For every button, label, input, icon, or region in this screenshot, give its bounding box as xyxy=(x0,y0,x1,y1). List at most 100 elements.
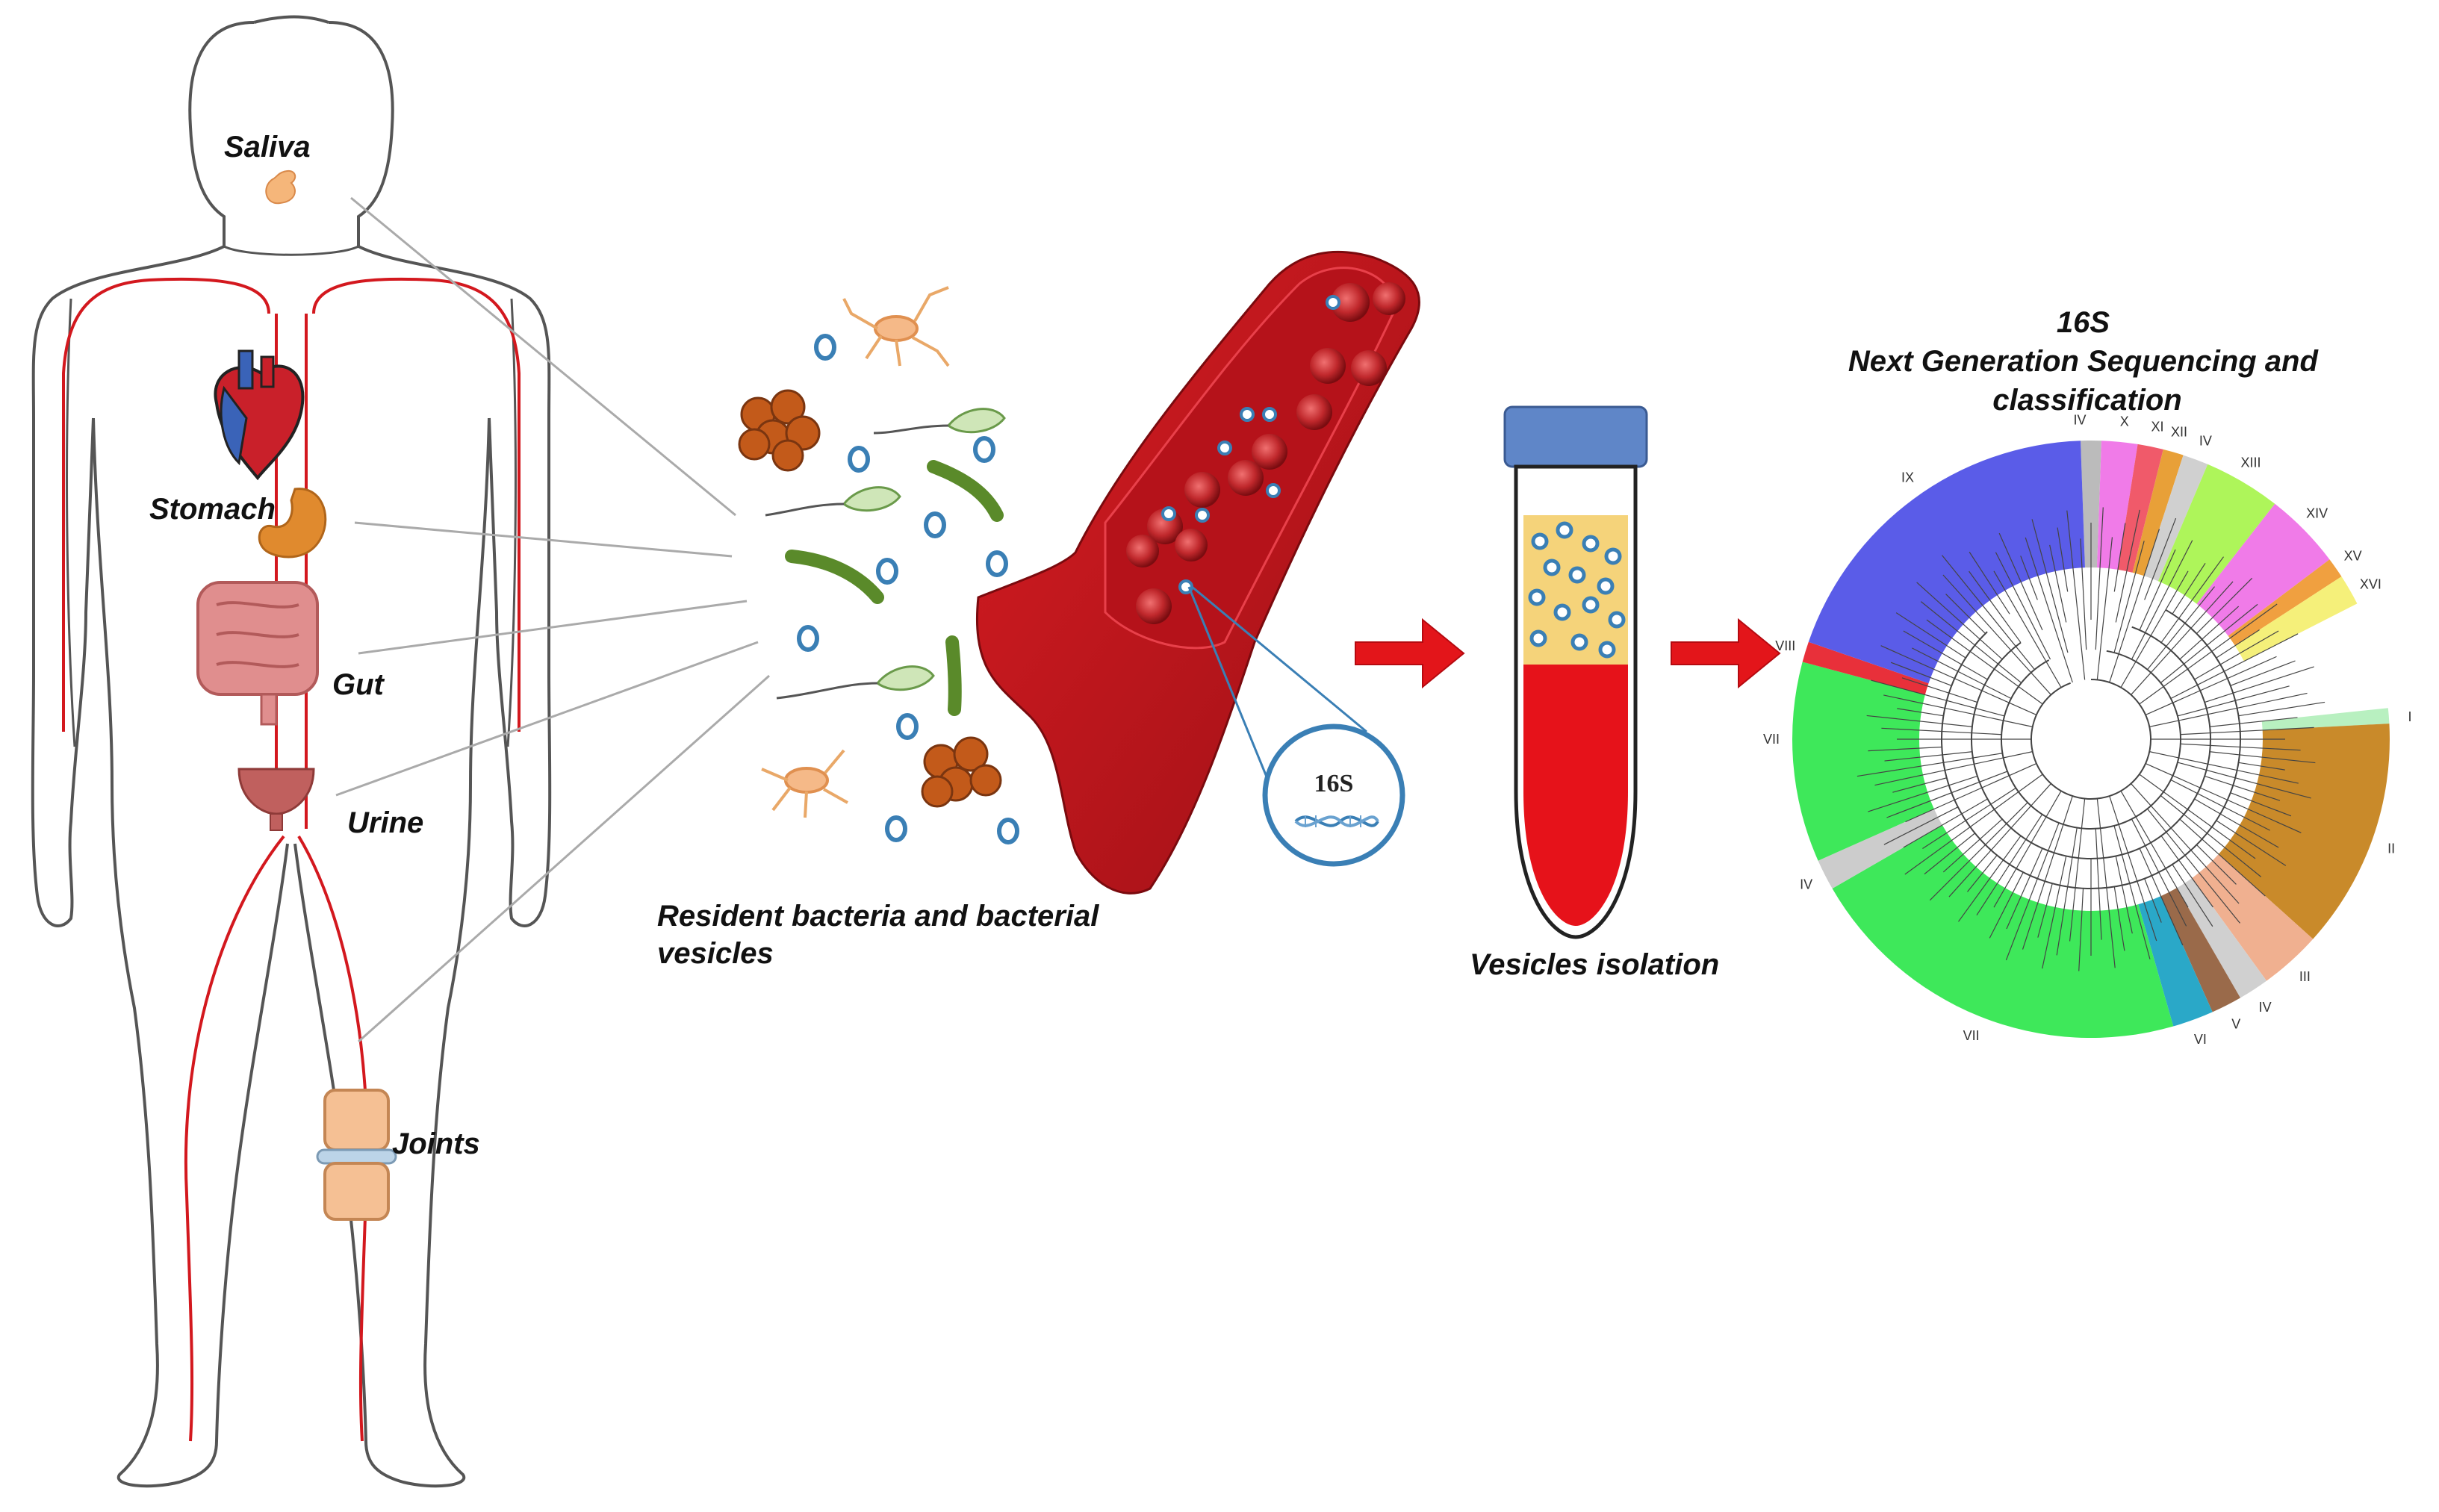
clade-label: IV xyxy=(2199,433,2212,448)
tree-branch xyxy=(2006,847,2043,930)
clade-label: XIV xyxy=(2306,505,2328,520)
tree-branch xyxy=(2020,556,2038,600)
tree-branch xyxy=(2080,538,2087,650)
tree-branch xyxy=(2144,878,2162,923)
bladder-icon xyxy=(237,768,315,831)
clade-wedge xyxy=(2234,576,2358,662)
bacteria-cluster xyxy=(738,286,1019,844)
stomach-label: Stomach xyxy=(149,493,276,526)
coccus-cluster-icon xyxy=(738,389,821,472)
clade-label: VIII xyxy=(1775,638,1795,653)
tree-branch xyxy=(2057,527,2069,592)
tree-branch xyxy=(1942,555,2035,671)
rod-bacterium-icon xyxy=(765,408,1006,700)
tree-branch xyxy=(1941,609,2241,889)
tree-branch xyxy=(2179,818,2266,897)
tree-branch xyxy=(1926,619,2043,705)
tree-branch xyxy=(1924,833,1975,875)
tree-branch xyxy=(2096,798,2116,968)
tree-branch xyxy=(1929,802,2028,901)
clade-label: VII xyxy=(1763,732,1780,747)
tree-branch xyxy=(1942,574,2051,695)
clade-label: II xyxy=(2387,841,2395,856)
tree-branch xyxy=(2204,666,2314,703)
tree-branch xyxy=(2005,822,2060,961)
tree-branch xyxy=(2078,888,2084,971)
16s-badge: 16S xyxy=(1262,724,1405,867)
clade-label: XVI xyxy=(2360,577,2381,592)
tree-branch xyxy=(1904,774,2043,875)
tree-branch xyxy=(1989,871,2024,939)
clade-wedge xyxy=(2196,503,2330,636)
tree-branch xyxy=(2179,606,2240,660)
tree-branch xyxy=(2049,544,2067,623)
tree-branch xyxy=(1883,694,2033,727)
tree-branch xyxy=(2147,808,2240,924)
tree-branch xyxy=(2120,570,2189,688)
tree-branch xyxy=(2042,856,2067,969)
clade-label: XI xyxy=(2151,419,2163,434)
clade-wedge xyxy=(2117,444,2163,573)
tree-branch xyxy=(1886,771,2008,818)
tree-branch xyxy=(1993,570,2062,688)
tree-title-line-1: 16S xyxy=(2057,306,2110,339)
tree-branch xyxy=(2230,792,2292,817)
tree-branch xyxy=(2066,510,2086,680)
tree-branch xyxy=(1871,679,2005,717)
tree-branch xyxy=(2113,541,2145,653)
clade-label: I xyxy=(2408,709,2411,724)
tree-branch xyxy=(1958,836,2022,922)
gut-label: Gut xyxy=(332,668,385,701)
tree-branch xyxy=(2095,507,2104,650)
flagellate-bacterium-icon xyxy=(761,749,848,818)
tree-branch xyxy=(2139,847,2184,946)
tree-branch xyxy=(2139,774,2256,859)
tree-branch xyxy=(1883,806,1959,845)
process-arrow-icon xyxy=(1671,617,1781,689)
tree-branch xyxy=(2194,798,2279,848)
tree-branch xyxy=(2172,864,2213,927)
clade-wedge xyxy=(1832,825,2174,1038)
tree-branch xyxy=(2194,630,2279,680)
tree-branch xyxy=(1868,775,1978,812)
centrifuge-tube xyxy=(1503,405,1648,939)
tree-branch xyxy=(2069,798,2086,942)
clade-label: IV xyxy=(1800,877,1812,892)
clade-wedge xyxy=(1818,809,1942,889)
clade-wedge xyxy=(1802,641,1929,695)
tree-branch xyxy=(1903,798,1988,848)
tree-branch xyxy=(2113,523,2126,592)
tree-title-line-2: Next Generation Sequencing and xyxy=(1848,345,2320,378)
bacteria-caption-line-1: Resident bacteria and bacterial xyxy=(657,900,1099,933)
tree-branch xyxy=(2131,818,2187,927)
vesicle-dots xyxy=(1161,295,1340,594)
clade-wedge xyxy=(1792,662,1934,861)
tree-branch xyxy=(2139,603,2278,705)
tree-branch xyxy=(1866,715,1972,727)
clade-wedge xyxy=(2144,455,2208,582)
tree-branch xyxy=(1892,777,1947,793)
zoom-lines xyxy=(1187,585,1367,785)
tree-branch xyxy=(1969,551,2010,615)
tree-branch xyxy=(1922,787,2016,850)
tree-title: 16S Next Generation Sequencing and class… xyxy=(1848,306,2326,417)
tree-branch xyxy=(2031,679,2152,800)
tree-branch xyxy=(1971,626,2211,859)
tree-branch xyxy=(2131,540,2193,660)
clade-label: IV xyxy=(2259,1000,2272,1015)
phylogenetic-tree xyxy=(1792,441,2390,1038)
clade-label: IX xyxy=(1901,470,1914,485)
tree-branch xyxy=(2160,556,2224,643)
tree-branch xyxy=(2210,751,2316,764)
vesicle-dots xyxy=(797,334,1019,844)
process-arrow-icon xyxy=(1355,617,1465,689)
tree-branch xyxy=(2196,577,2253,635)
tree-branch xyxy=(2145,656,2277,716)
tree-branch xyxy=(2230,660,2296,686)
tree-branch xyxy=(1874,751,2033,786)
tree-branch xyxy=(1901,677,1978,703)
tree-branch xyxy=(2160,795,2262,877)
tree-branch xyxy=(1942,818,2003,873)
tree-branch xyxy=(1903,630,1988,680)
